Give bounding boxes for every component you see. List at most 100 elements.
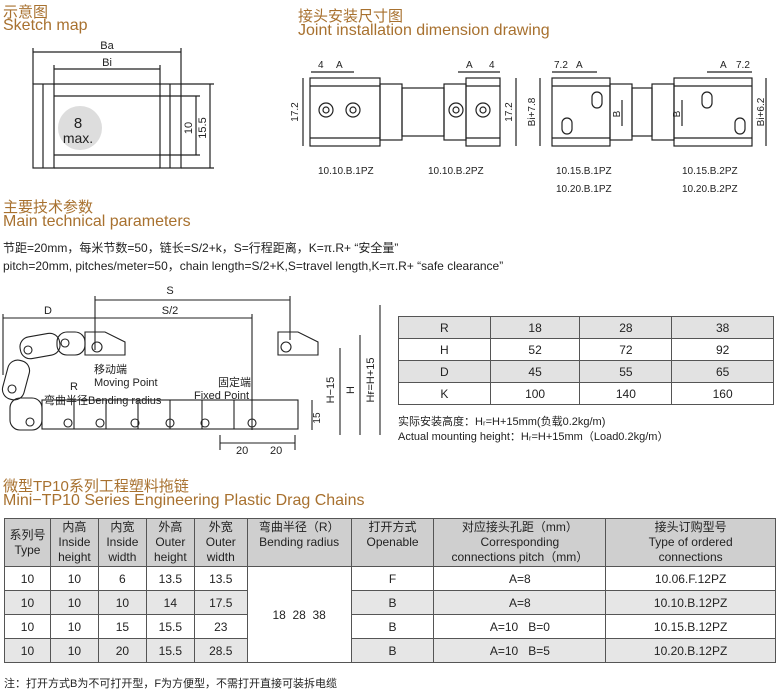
cell: B bbox=[350, 638, 435, 663]
cell: 10.10.B.12PZ bbox=[605, 590, 776, 615]
params-line-cn: 节距=20mm，每米节数=50，链长=S/2+k，S=行程距离，K=π.R+ “… bbox=[3, 241, 399, 255]
cell: 160 bbox=[671, 382, 774, 405]
cell: 15 bbox=[97, 614, 147, 639]
joint-dim-b-1: B bbox=[612, 110, 623, 117]
label-bi: Bi bbox=[102, 57, 112, 69]
cell: 23 bbox=[193, 614, 248, 639]
label-s: S bbox=[166, 285, 173, 297]
cell: 10 bbox=[49, 566, 99, 591]
cell: 10.20.B.12PZ bbox=[605, 638, 776, 663]
label-r: R bbox=[70, 381, 78, 393]
params-title-en: Main technical parameters bbox=[3, 213, 191, 230]
joint-dim-4-right: 4 bbox=[489, 60, 495, 71]
max-label: max. bbox=[63, 130, 93, 146]
cell: 10 bbox=[4, 566, 51, 591]
cell: 92 bbox=[671, 338, 774, 361]
pitch-label-2: 20 bbox=[270, 445, 282, 457]
cell: 55 bbox=[579, 360, 673, 383]
label-15: 15 bbox=[312, 412, 323, 424]
fixed-point-cn: 固定端 bbox=[218, 375, 251, 389]
cell: A=10 B=0 bbox=[433, 614, 607, 639]
model-label: 10.15.B.1PZ bbox=[556, 166, 612, 177]
cell: A=8 bbox=[433, 566, 607, 591]
cell: D bbox=[398, 360, 491, 383]
cell: A=10 B=5 bbox=[433, 638, 607, 663]
fixed-point-en: Fixed Point bbox=[194, 390, 249, 402]
cell: F bbox=[350, 566, 435, 591]
cell: A=8 bbox=[433, 590, 607, 615]
joint-dim-b-2: B bbox=[672, 110, 683, 117]
joint-dim-a-2: A bbox=[466, 60, 473, 71]
cell: 45 bbox=[489, 360, 581, 383]
mount-height-en: Actual mounting height：Hᵣ=H+15mm（Load0.2… bbox=[398, 431, 669, 443]
joint-dim-bi62: Bi+6.2 bbox=[756, 97, 767, 126]
label-hf: Hғ=H+15 bbox=[365, 358, 377, 403]
moving-point-cn: 移动端 bbox=[94, 363, 127, 376]
dim-outer: 15.5 bbox=[197, 117, 209, 138]
cell: 20 bbox=[97, 638, 147, 663]
params-title-cn: 主要技术参数 bbox=[3, 199, 94, 216]
label-h: H bbox=[345, 386, 357, 394]
series-title-cn: 微型TP10系列工程塑料拖链 bbox=[3, 478, 189, 495]
joint-dim-17-2-right: 17.2 bbox=[504, 102, 515, 122]
cell: 10 bbox=[4, 614, 51, 639]
model-label: 10.20.B.2PZ bbox=[682, 184, 738, 195]
cell: 10 bbox=[4, 590, 51, 615]
cell: 17.5 bbox=[193, 590, 248, 615]
label-d: D bbox=[44, 305, 52, 317]
joint-drawings: 4 A A 4 17.2 17.2 7.2 A A 7.2 Bi+7.8 Bi+… bbox=[290, 60, 767, 195]
mount-height-cn: 实际安装高度：Hᵣ=H+15mm(负载0.2kg/m) bbox=[398, 416, 606, 428]
model-label: 10.20.B.1PZ bbox=[556, 184, 612, 195]
bending-radius-label: 弯曲半径Bending radius bbox=[44, 393, 162, 407]
cell: 10 bbox=[97, 590, 147, 615]
cell: 100 bbox=[489, 382, 581, 405]
label-ba: Ba bbox=[100, 40, 114, 52]
cell: R bbox=[398, 316, 491, 339]
cell: 14 bbox=[145, 590, 195, 615]
cell: 28 bbox=[579, 316, 673, 339]
sketch-title-en: Sketch map bbox=[3, 17, 88, 34]
bending-radius-cell: 18 28 38 bbox=[246, 566, 352, 663]
cell: 10.15.B.12PZ bbox=[605, 614, 776, 639]
label-s-half: S/2 bbox=[162, 305, 179, 317]
joint-dim-17-2-left: 17.2 bbox=[290, 102, 301, 122]
moving-point-en: Moving Point bbox=[94, 377, 158, 389]
joint-dim-a-4: A bbox=[720, 60, 727, 71]
cell: 10 bbox=[49, 638, 99, 663]
cell: 18 bbox=[489, 316, 581, 339]
joint-title-en: Joint installation dimension drawing bbox=[298, 22, 550, 39]
cell: 15.5 bbox=[145, 638, 195, 663]
model-label: 10.10.B.1PZ bbox=[318, 166, 374, 177]
cell: 15.5 bbox=[145, 614, 195, 639]
series-title-en: Mini−TP10 Series Engineering Plastic Dra… bbox=[3, 492, 365, 509]
cell: 140 bbox=[579, 382, 673, 405]
joint-dim-a-1: A bbox=[336, 60, 343, 71]
cell: H bbox=[398, 338, 491, 361]
dim-inner: 10 bbox=[183, 122, 195, 134]
cell: 13.5 bbox=[193, 566, 248, 591]
cell: 38 bbox=[671, 316, 774, 339]
cell: K bbox=[398, 382, 491, 405]
cell: 10 bbox=[49, 590, 99, 615]
joint-dim-a-3: A bbox=[576, 60, 583, 71]
model-label: 10.15.B.2PZ bbox=[682, 166, 738, 177]
joint-title-cn: 接头安装尺寸图 bbox=[298, 8, 404, 25]
max-number: 8 bbox=[74, 115, 82, 132]
cell: 10 bbox=[49, 614, 99, 639]
